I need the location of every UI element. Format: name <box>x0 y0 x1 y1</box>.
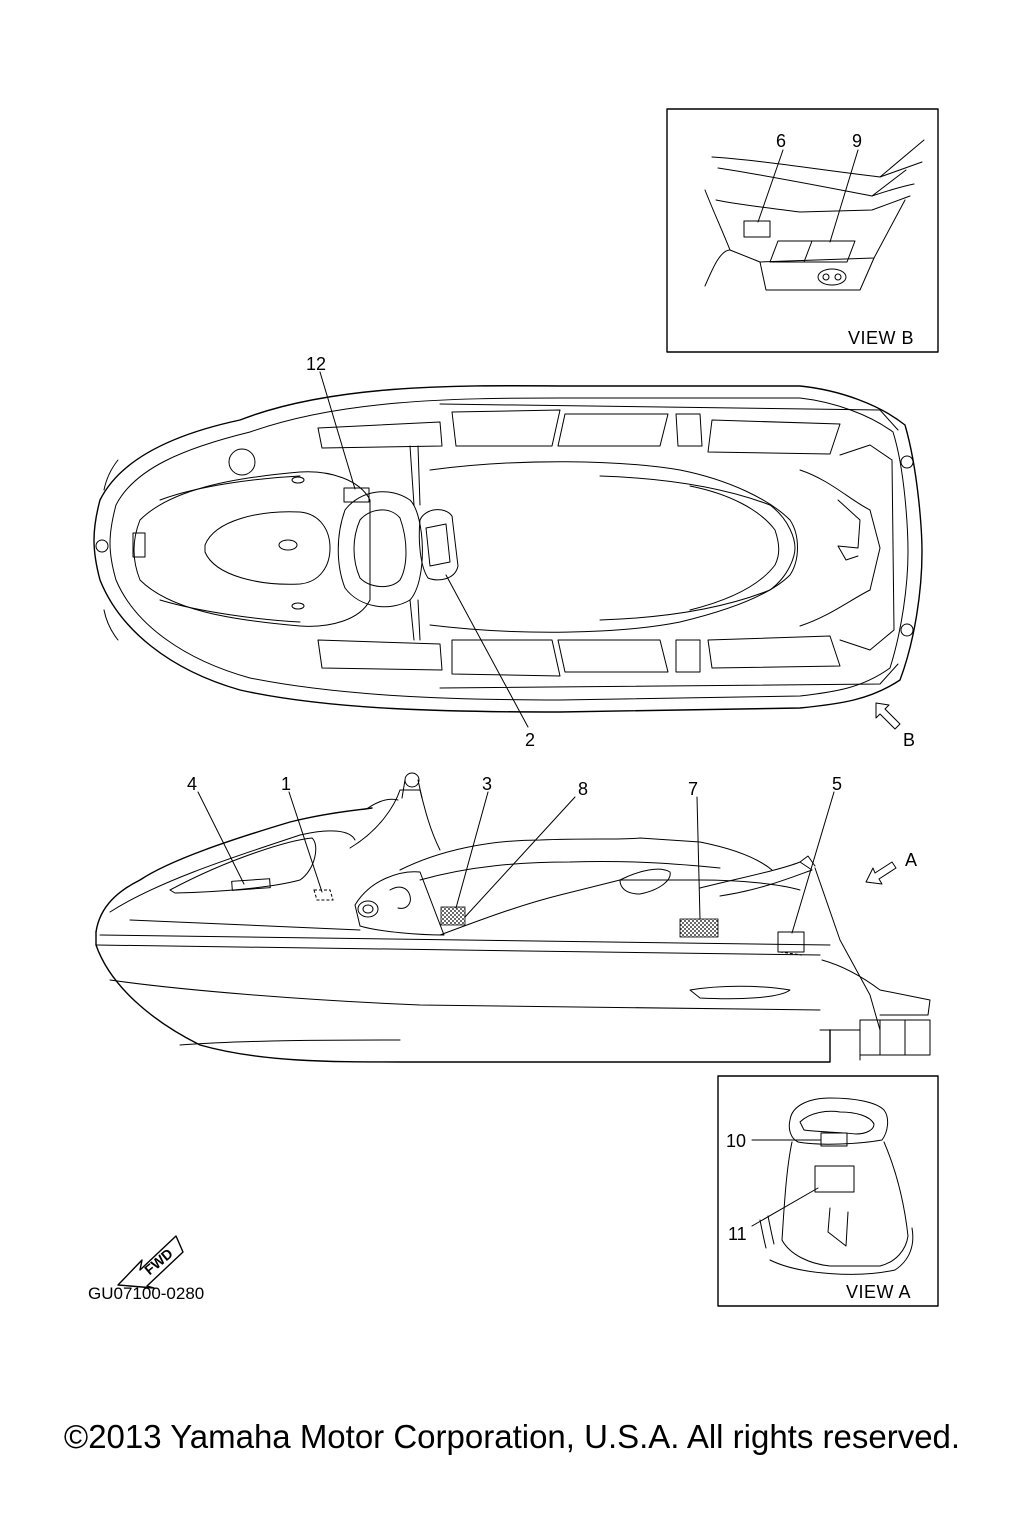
callout-4: 4 <box>187 774 197 794</box>
view-a-label: VIEW A <box>846 1282 911 1302</box>
view-a-inset: 10 11 VIEW A <box>717 1075 939 1307</box>
label-4-sticker <box>231 878 271 891</box>
label-2-sticker <box>418 509 459 581</box>
callout-8: 8 <box>578 779 588 799</box>
part-code: GU07100-0280 <box>88 1284 204 1303</box>
callout-1: 1 <box>281 774 291 794</box>
copyright-notice: ©2013 Yamaha Motor Corporation, U.S.A. A… <box>63 1418 961 1455</box>
top-view-watercraft: 12 2 B <box>93 354 923 750</box>
label-6-sticker <box>743 220 771 238</box>
callout-7: 7 <box>688 779 698 799</box>
callout-11: 11 <box>728 1224 747 1244</box>
callout-6: 6 <box>776 131 786 151</box>
arrow-b-label: B <box>903 730 915 750</box>
view-b-arrow <box>875 702 901 730</box>
fwd-label: FWD <box>141 1245 176 1278</box>
label-12-sticker <box>343 487 370 503</box>
view-b-label: VIEW B <box>848 328 914 348</box>
view-b-inset: 6 9 VIEW B <box>666 108 939 353</box>
callout-5: 5 <box>832 774 842 794</box>
callout-3: 3 <box>482 774 492 794</box>
label-1-hidden <box>313 889 334 901</box>
label-3-sticker <box>440 906 466 926</box>
callout-10: 10 <box>726 1131 746 1151</box>
label-9-sticker <box>769 240 856 263</box>
view-b-frame <box>666 108 939 353</box>
label-11-sticker <box>814 1165 855 1193</box>
view-a-arrow <box>865 861 897 885</box>
view-a-frame <box>717 1075 939 1307</box>
callout-12: 12 <box>306 354 326 374</box>
arrow-a-label: A <box>905 850 917 870</box>
label-7-sticker <box>679 918 719 938</box>
callout-9: 9 <box>852 131 862 151</box>
callout-2: 2 <box>525 730 535 750</box>
fwd-arrow: FWD <box>117 1235 184 1289</box>
label-5-sticker <box>777 931 805 953</box>
side-view-watercraft: 4 1 3 8 7 5 A <box>95 772 931 1063</box>
